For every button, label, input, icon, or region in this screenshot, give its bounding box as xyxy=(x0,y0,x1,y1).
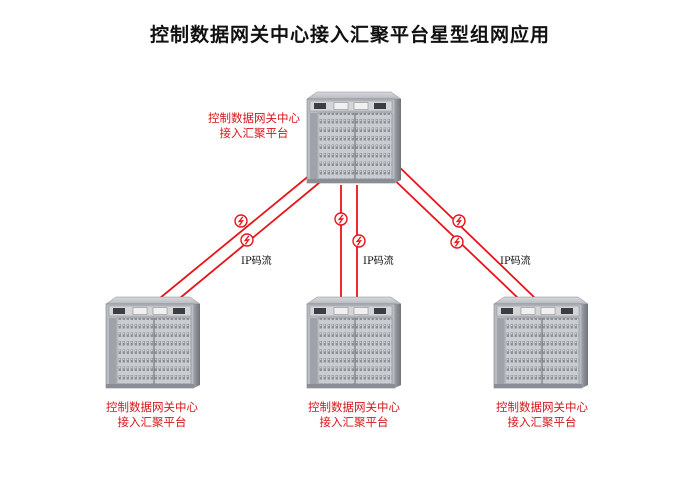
center-node-label: 控制数据网关中心 接入汇聚平台 xyxy=(184,111,324,141)
left-node-label-line2: 接入汇聚平台 xyxy=(117,415,187,429)
lightning-circle-icon xyxy=(240,233,254,247)
link-right-label: IP码流 xyxy=(500,256,531,267)
middle-node-label-line2: 接入汇聚平台 xyxy=(319,415,389,429)
link-right xyxy=(383,159,536,299)
middle-node-label: 控制数据网关中心 接入汇聚平台 xyxy=(284,400,424,430)
lightning-circle-icon xyxy=(452,214,466,228)
lightning-circle-icon xyxy=(352,234,366,248)
right-node-label-line1: 控制数据网关中心 xyxy=(496,400,588,414)
link-left xyxy=(159,169,326,299)
right-node-label-line2: 接入汇聚平台 xyxy=(507,415,577,429)
left-node-label-line1: 控制数据网关中心 xyxy=(106,400,198,414)
rack-chassis-icon-middle xyxy=(306,296,402,389)
center-node-label-line2: 接入汇聚平台 xyxy=(219,126,289,140)
rack-chassis-icon-left xyxy=(105,296,201,389)
right-node-label: 控制数据网关中心 接入汇聚平台 xyxy=(472,400,612,430)
lightning-circle-icon xyxy=(234,214,248,228)
lightning-circle-icon xyxy=(334,212,348,226)
link-left-label: IP码流 xyxy=(241,256,272,267)
diagram-title: 控制数据网关中心接入汇聚平台星型组网应用 xyxy=(149,24,550,46)
rack-chassis-icon-right xyxy=(493,296,589,389)
link-middle-label: IP码流 xyxy=(363,256,394,267)
left-node-label: 控制数据网关中心 接入汇聚平台 xyxy=(82,400,222,430)
lightning-circle-icon xyxy=(450,235,464,249)
middle-node-label-line1: 控制数据网关中心 xyxy=(308,400,400,414)
center-node-label-line1: 控制数据网关中心 xyxy=(208,111,300,125)
